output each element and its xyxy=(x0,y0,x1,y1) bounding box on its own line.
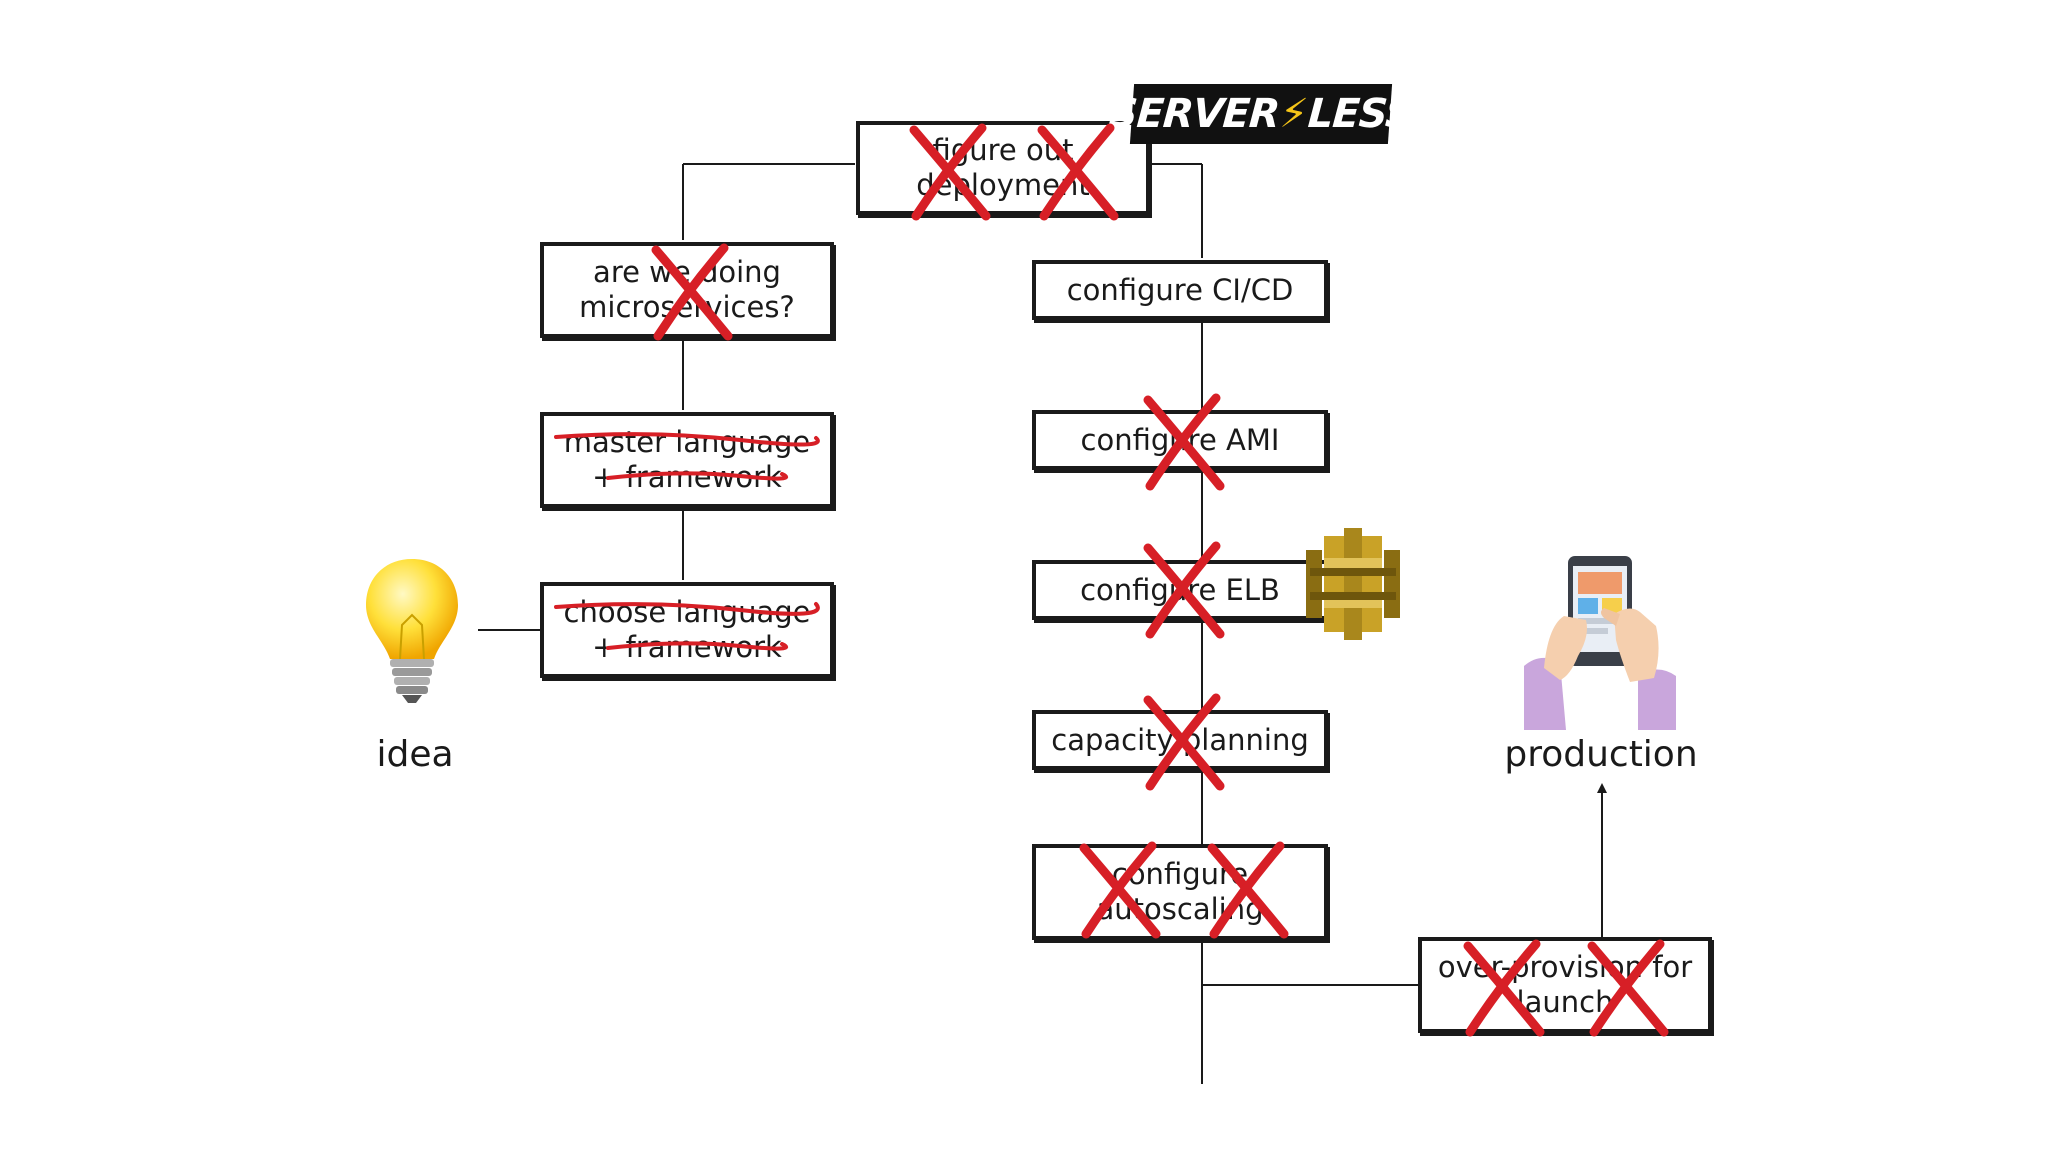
box-figure-out-deployment: figure out deployment xyxy=(856,121,1150,215)
box-line: master language xyxy=(563,425,811,460)
box-line: figure out xyxy=(932,133,1074,168)
api-gateway-icon xyxy=(1306,528,1400,640)
caption-idea: idea xyxy=(376,734,454,775)
box-line: choose language xyxy=(563,595,811,630)
box-microservices: are we doing microservices? xyxy=(540,242,834,338)
box-configure-cicd: configure CI/CD xyxy=(1032,260,1328,320)
box-over-provision: over-provision for launch xyxy=(1418,937,1712,1033)
phone-in-hands-icon xyxy=(1524,556,1676,730)
box-choose-language: choose language + framework xyxy=(540,582,834,678)
logo-text-left: SERVER xyxy=(1107,91,1281,137)
arrow-head xyxy=(1597,783,1607,793)
box-line: autoscaling xyxy=(1096,892,1264,926)
box-line: configure AMI xyxy=(1080,422,1280,457)
box-line: over-provision for xyxy=(1437,950,1693,985)
box-line: are we doing xyxy=(593,255,781,290)
box-line: configure ELB xyxy=(1080,572,1280,607)
box-line: configure xyxy=(1111,857,1249,892)
box-line: capacity planning xyxy=(1051,722,1309,757)
box-line: microservices? xyxy=(579,290,795,324)
bolt-icon: ⚡ xyxy=(1278,91,1309,137)
box-line: + framework xyxy=(592,630,782,664)
box-line: + framework xyxy=(592,460,782,494)
box-line: deployment xyxy=(916,168,1090,202)
box-line: configure CI/CD xyxy=(1066,272,1294,307)
serverless-logo: SERVER ⚡ LESS xyxy=(1107,84,1415,144)
box-capacity-planning: capacity planning xyxy=(1032,710,1328,770)
box-configure-elb: configure ELB xyxy=(1032,560,1328,620)
box-configure-autoscaling: configure autoscaling xyxy=(1032,844,1328,940)
box-configure-ami: configure AMI xyxy=(1032,410,1328,470)
logo-text-right: LESS xyxy=(1306,91,1415,137)
lightbulb-icon xyxy=(366,559,458,703)
box-line: launch xyxy=(1516,985,1614,1019)
box-master-language: master language + framework xyxy=(540,412,834,508)
caption-production: production xyxy=(1504,734,1698,775)
